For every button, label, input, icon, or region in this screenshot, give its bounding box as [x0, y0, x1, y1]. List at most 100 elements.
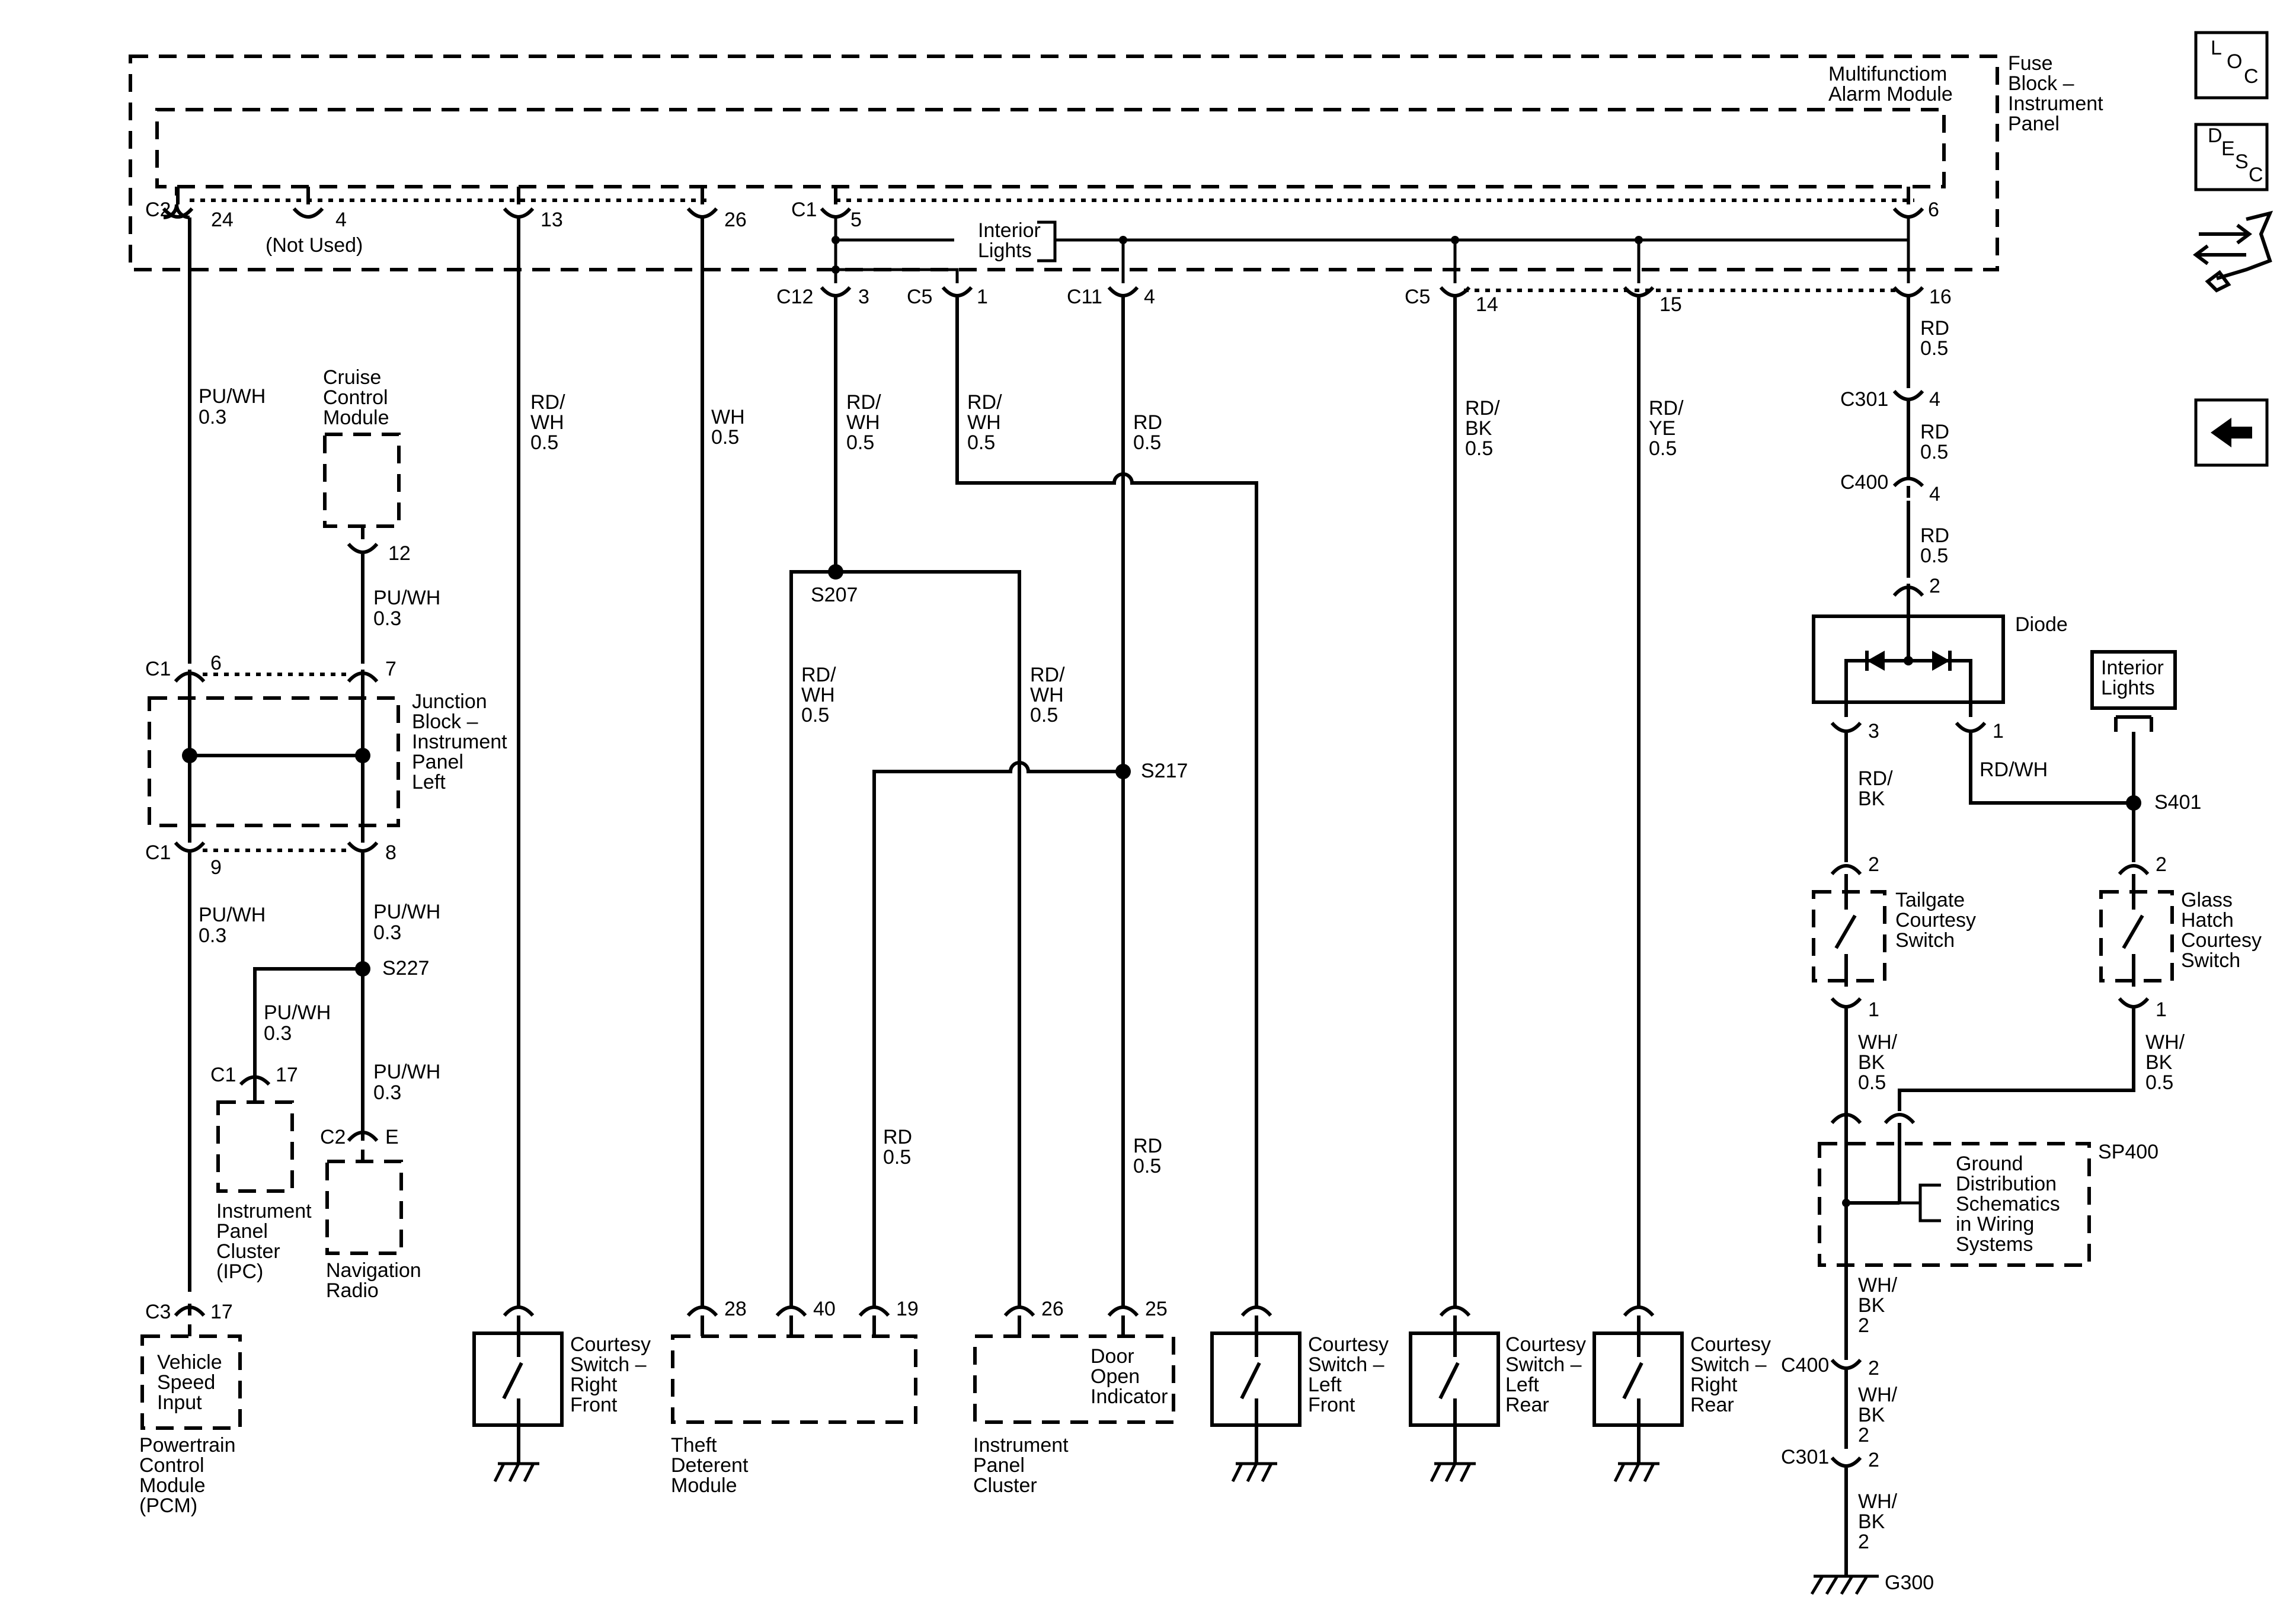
- second-row-cups: [820, 286, 1924, 308]
- wire-label-whbk-tg: WH/ BK 0.5: [1858, 1031, 1898, 1094]
- tailgate-switch: [1834, 889, 1857, 987]
- svg-text:0.3: 0.3: [264, 1022, 292, 1045]
- diode-in-connector: [1892, 584, 1924, 616]
- svg-text:Panel: Panel: [216, 1220, 268, 1243]
- glass-hatch-connector-bottom: [1898, 997, 2150, 1111]
- cruise-control-label: Cruise Control Module: [323, 366, 389, 429]
- svg-text:C1: C1: [210, 1064, 236, 1086]
- bottom-connector-cups: [503, 1305, 1655, 1330]
- svg-text:17: 17: [276, 1064, 298, 1086]
- s227-label: S227: [382, 957, 429, 980]
- svg-text:Multifunctiom: Multifunctiom: [1828, 63, 1947, 85]
- svg-text:6: 6: [1928, 199, 1939, 221]
- wire-label-puwh-c: PU/WH 0.3: [199, 904, 266, 947]
- cruise-control-box: [323, 433, 401, 528]
- fuse-block-box: [129, 55, 1999, 271]
- junction-block-box: [148, 696, 400, 827]
- tailgate-connector-bottom: [1830, 997, 1862, 1114]
- svg-text:Navigation: Navigation: [326, 1259, 421, 1282]
- svg-text:Cruise: Cruise: [323, 366, 381, 389]
- c301-2-labels: C301 2: [1781, 1446, 1879, 1471]
- svg-text:RD/: RD/: [967, 391, 1002, 414]
- interior-lights-bracket: [1037, 220, 1067, 263]
- wrench-arrows-icon[interactable]: [2193, 210, 2273, 293]
- svg-text:RD/: RD/: [530, 391, 565, 414]
- svg-text:3: 3: [1868, 720, 1879, 742]
- svg-text:Right: Right: [1690, 1374, 1738, 1396]
- courtesy-switch-lr: [1409, 1330, 1500, 1483]
- courtesy-lf-label: Courtesy Switch – Left Front: [1308, 1333, 1389, 1416]
- nav-radio-label: Navigation Radio: [326, 1259, 421, 1302]
- svg-text:4: 4: [1929, 388, 1940, 411]
- svg-text:Interior: Interior: [2101, 657, 2164, 679]
- svg-text:C1: C1: [145, 841, 171, 864]
- bus-junction-dots: [832, 236, 1643, 274]
- back-arrow-icon[interactable]: [2194, 398, 2269, 467]
- svg-text:0.3: 0.3: [373, 1081, 401, 1104]
- diode-out-cups: [1830, 721, 1987, 744]
- wire-label-whbk-gh: WH/ BK 0.5: [2145, 1031, 2185, 1094]
- svg-text:RD/: RD/: [801, 664, 836, 686]
- svg-text:Lights: Lights: [978, 239, 1032, 262]
- svg-text:7: 7: [385, 658, 396, 680]
- svg-text:C301: C301: [1781, 1446, 1829, 1468]
- svg-text:Control: Control: [323, 386, 388, 409]
- wire-label-puwh-e: PU/WH 0.3: [264, 1001, 331, 1045]
- wire-c5-1: [955, 308, 1258, 1307]
- wire-label-whbk-2b: WH/ BK 2: [1858, 1384, 1898, 1446]
- diode-symbol: [1844, 616, 1972, 717]
- svg-text:WH/: WH/: [1858, 1490, 1898, 1513]
- glass-hatch-switch: [2122, 889, 2144, 987]
- wire-label-rdwh-s207b: RD/ WH 0.5: [1030, 664, 1065, 726]
- wire-label-rd-c11: RD 0.5: [1133, 411, 1162, 454]
- svg-text:Radio: Radio: [326, 1279, 379, 1302]
- svg-text:2: 2: [1868, 1449, 1879, 1471]
- pcm-conn-labels: C3 17: [145, 1301, 233, 1323]
- loc-icon[interactable]: L O C: [2194, 31, 2269, 100]
- svg-text:25: 25: [1145, 1298, 1168, 1320]
- wire-label-puwh-d: PU/WH 0.3: [373, 901, 440, 944]
- svg-text:15: 15: [1659, 293, 1682, 316]
- tailgate-label: Tailgate Courtesy Switch: [1895, 889, 1976, 952]
- svg-text:Glass: Glass: [2181, 889, 2233, 911]
- ipc-left-label: Instrument Panel Cluster (IPC): [216, 1200, 312, 1283]
- courtesy-rr-label: Courtesy Switch – Right Rear: [1690, 1333, 1771, 1416]
- junction-dot-left: [182, 748, 197, 763]
- wire-diode-1: [1969, 744, 2134, 805]
- svg-text:40: 40: [813, 1298, 836, 1320]
- svg-text:17: 17: [210, 1301, 233, 1323]
- tailgate-pin2: 2: [1868, 853, 1879, 876]
- glass-hatch-pin2: 2: [2156, 853, 2167, 876]
- wire-s217-19: [872, 761, 1123, 1307]
- svg-text:Panel: Panel: [2008, 113, 2060, 135]
- svg-text:Block –: Block –: [2008, 72, 2074, 95]
- svg-text:RD: RD: [1133, 411, 1162, 434]
- cruise-connector: [347, 526, 379, 664]
- wire-label-puwh-f: PU/WH 0.3: [373, 1061, 440, 1104]
- svg-text:Tailgate: Tailgate: [1895, 889, 1965, 911]
- svg-text:0.3: 0.3: [199, 406, 226, 428]
- svg-text:0.5: 0.5: [711, 426, 739, 449]
- svg-text:Ground: Ground: [1956, 1153, 2023, 1175]
- svg-text:2: 2: [1858, 1314, 1869, 1337]
- svg-text:BK: BK: [2145, 1051, 2173, 1074]
- svg-text:PU/WH: PU/WH: [373, 1061, 440, 1083]
- wire-label-rd-c400: RD 0.5: [1920, 524, 1949, 567]
- svg-text:Rear: Rear: [1505, 1394, 1549, 1416]
- svg-text:RD/: RD/: [1649, 397, 1684, 420]
- wire-label-rdye-15: RD/ YE 0.5: [1649, 397, 1684, 460]
- ipc-left-box: [216, 1100, 294, 1193]
- svg-text:Switch –: Switch –: [1308, 1353, 1384, 1376]
- svg-text:C1: C1: [791, 199, 817, 221]
- svg-text:Block –: Block –: [412, 710, 478, 733]
- wire-label-puwh-a: PU/WH 0.3: [199, 385, 266, 428]
- c400-4-connector: [1892, 476, 1924, 578]
- svg-text:WH: WH: [801, 684, 835, 706]
- svg-text:Systems: Systems: [1956, 1233, 2033, 1256]
- courtesy-rf-label: Courtesy Switch – Right Front: [570, 1333, 651, 1416]
- svg-text:6: 6: [210, 652, 222, 674]
- svg-text:4: 4: [1144, 286, 1155, 308]
- svg-text:13: 13: [541, 209, 563, 231]
- desc-icon[interactable]: D E S C: [2194, 123, 2269, 191]
- wire-label-rdwh-13: RD/ WH 0.5: [530, 391, 565, 454]
